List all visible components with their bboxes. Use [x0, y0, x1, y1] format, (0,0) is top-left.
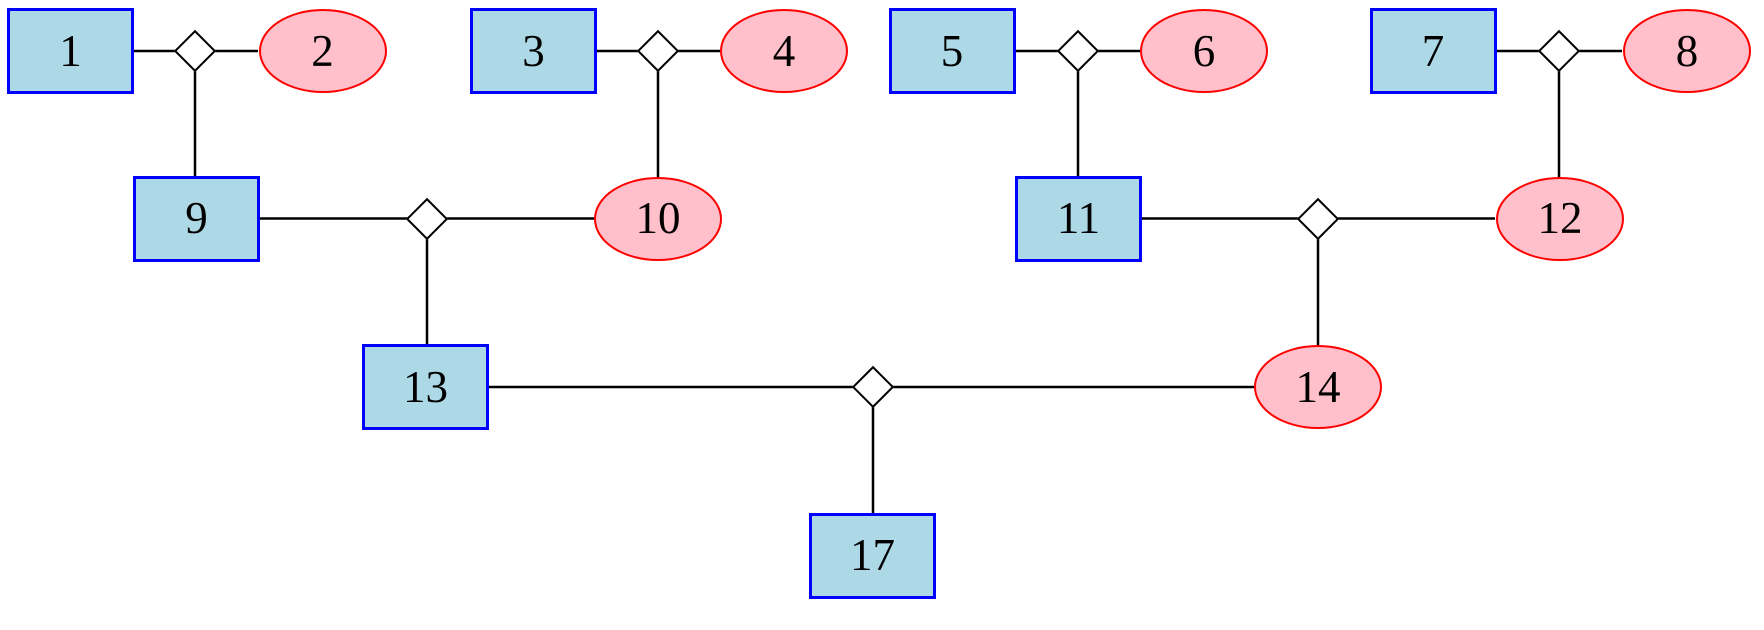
person-node-14: 14: [1254, 345, 1382, 429]
person-node-2: 2: [258, 9, 387, 93]
person-node-6: 6: [1140, 9, 1268, 93]
person-label-12: 12: [1537, 193, 1583, 243]
person-label-9: 9: [185, 193, 208, 243]
person-label-3: 3: [522, 25, 545, 76]
person-node-8: 8: [1623, 9, 1751, 93]
person-label-1: 1: [59, 25, 82, 76]
person-label-5: 5: [940, 25, 964, 76]
person-label-10: 10: [635, 193, 681, 243]
person-label-17: 17: [850, 530, 895, 580]
person-node-10: 10: [594, 176, 722, 261]
person-node-4: 4: [720, 9, 848, 93]
person-label-4: 4: [772, 25, 796, 76]
person-label-14: 14: [1295, 361, 1341, 412]
person-label-8: 8: [1675, 25, 1699, 76]
person-label-2: 2: [311, 25, 334, 76]
person-node-1: 1: [7, 8, 134, 94]
person-label-7: 7: [1421, 25, 1445, 76]
person-node-13: 13: [362, 344, 489, 430]
person-node-11: 11: [1015, 175, 1142, 262]
person-label-11: 11: [1056, 193, 1101, 243]
person-label-6: 6: [1192, 25, 1216, 76]
person-node-5: 5: [888, 8, 1016, 94]
person-node-9: 9: [133, 175, 260, 262]
person-node-12: 12: [1496, 176, 1624, 261]
person-node-7: 7: [1369, 8, 1497, 94]
person-node-17: 17: [809, 512, 936, 599]
person-node-3: 3: [470, 8, 597, 94]
person-label-13: 13: [403, 361, 448, 412]
